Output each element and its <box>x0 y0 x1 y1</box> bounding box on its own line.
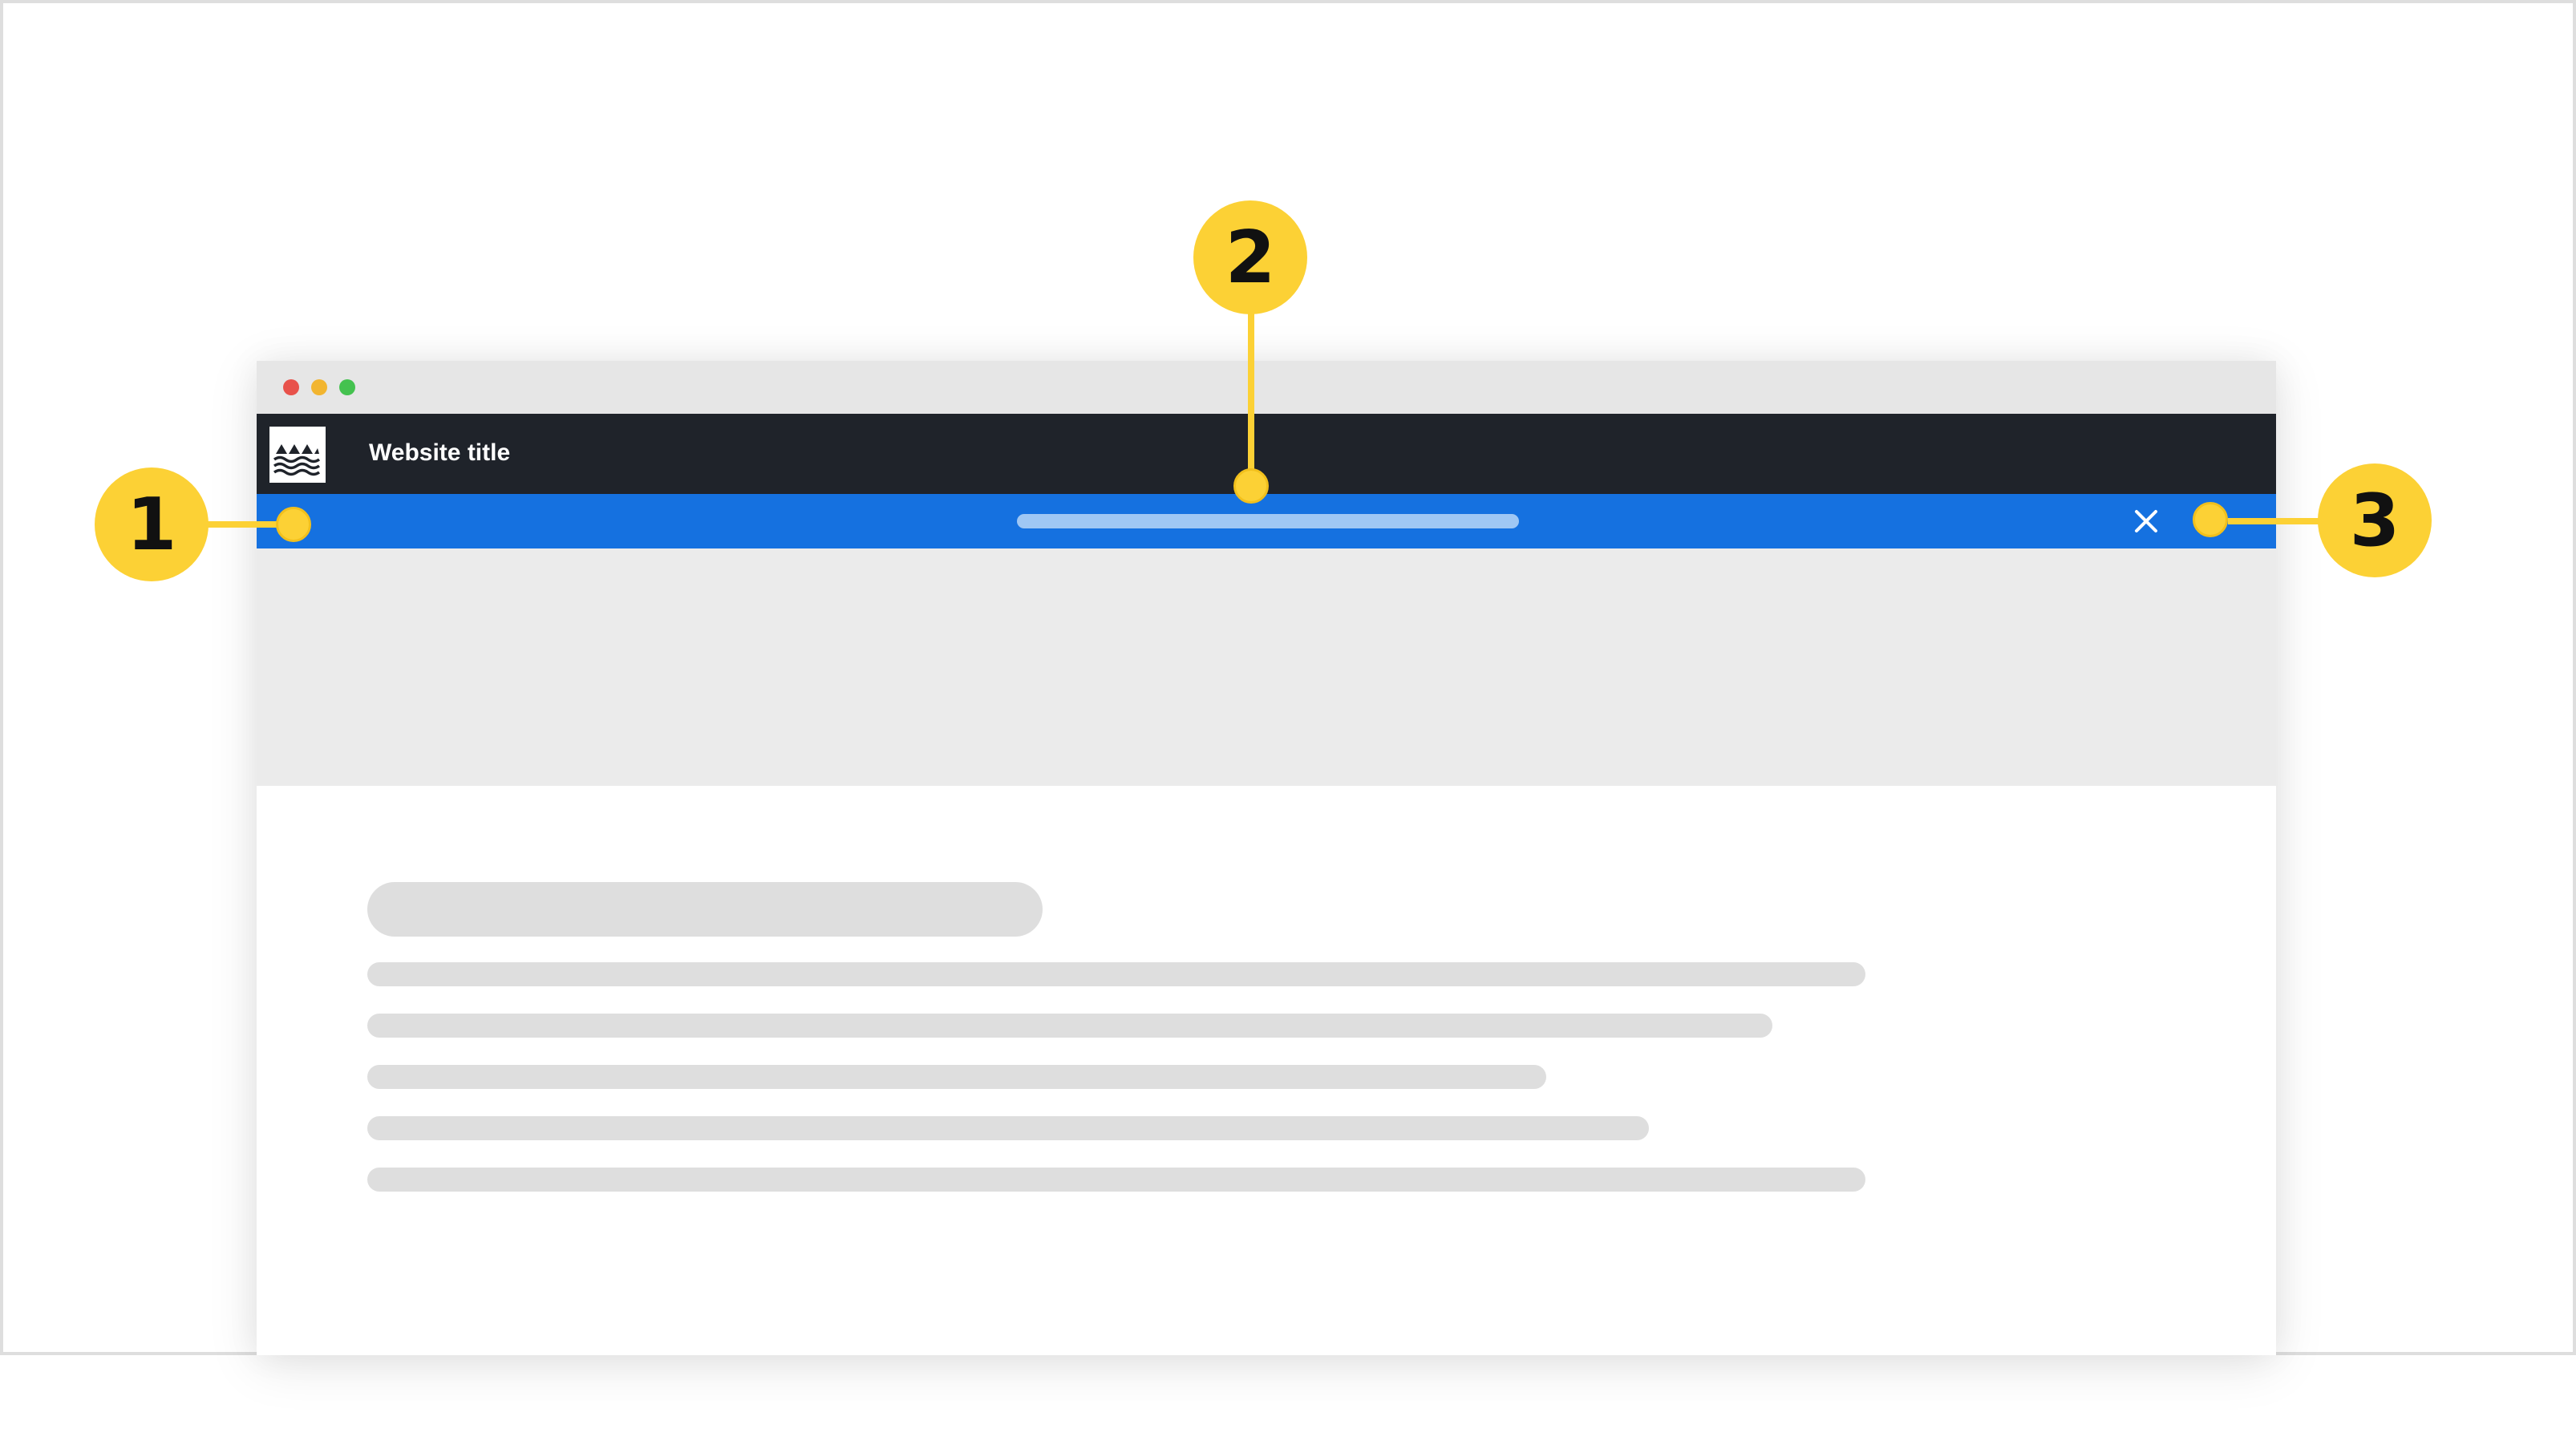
site-title[interactable]: Website title <box>369 439 511 466</box>
callout-3-badge: 3 <box>2318 463 2432 577</box>
banner-message-placeholder <box>1017 514 1519 528</box>
callout-1-anchor <box>276 507 311 542</box>
browser-chrome-bar <box>257 361 2276 414</box>
callout-2-connector <box>1248 313 1254 484</box>
close-icon[interactable] <box>2132 507 2161 536</box>
callout-1-badge: 1 <box>95 467 209 581</box>
window-close-dot[interactable] <box>283 379 299 395</box>
text-line-placeholder <box>367 1065 1546 1089</box>
browser-window: Website title <box>257 361 2276 1355</box>
text-line-placeholder <box>367 962 1865 986</box>
notification-banner <box>257 494 2276 548</box>
text-line-placeholder <box>367 1168 1865 1192</box>
heading-placeholder <box>367 882 1043 937</box>
callout-1-connector <box>200 521 294 528</box>
callout-3-anchor <box>2193 502 2228 537</box>
content-area <box>257 786 2276 1355</box>
waves-mountains-icon[interactable] <box>269 427 326 483</box>
callout-2-badge: 2 <box>1193 200 1307 314</box>
window-zoom-dot[interactable] <box>339 379 355 395</box>
text-line-placeholder <box>367 1116 1649 1140</box>
text-line-placeholder <box>367 1014 1772 1038</box>
hero-placeholder <box>257 548 2276 786</box>
callout-3-connector <box>2228 518 2332 524</box>
window-minimize-dot[interactable] <box>311 379 327 395</box>
callout-2-anchor <box>1233 468 1269 504</box>
